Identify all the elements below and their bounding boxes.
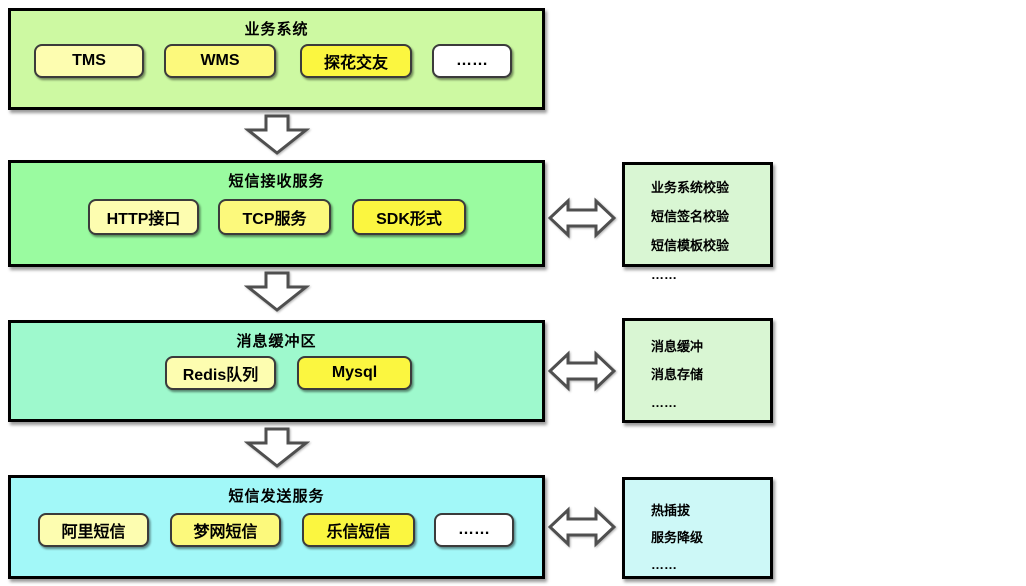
tcp-service-chip: TCP服务 xyxy=(218,199,331,235)
note-line: 业务系统校验 xyxy=(651,180,730,195)
down-arrow-icon xyxy=(244,114,310,155)
down-arrow-icon xyxy=(244,271,310,312)
note-line: 消息缓冲 xyxy=(651,339,704,354)
note-line: 消息存储 xyxy=(651,367,704,382)
message-buffer-box: 消息缓冲区 Redis队列 Mysql xyxy=(8,320,545,422)
buffer-notes-box: 消息缓冲 消息存储 …… xyxy=(622,318,773,423)
sms-receive-service-title: 短信接收服务 xyxy=(228,173,325,190)
lexin-sms-chip: 乐信短信 xyxy=(302,513,415,547)
double-arrow-icon xyxy=(548,350,616,392)
message-buffer-title: 消息缓冲区 xyxy=(236,333,317,350)
http-api-chip: HTTP接口 xyxy=(88,199,199,235)
sms-receive-service-box: 短信接收服务 HTTP接口 TCP服务 SDK形式 xyxy=(8,160,545,267)
tms-chip: TMS xyxy=(34,44,144,78)
down-arrow-icon xyxy=(244,427,310,468)
note-line: 短信模板校验 xyxy=(651,238,730,253)
note-line: …… xyxy=(651,267,677,282)
mengwang-sms-chip: 梦网短信 xyxy=(170,513,281,547)
mysql-chip: Mysql xyxy=(297,356,412,390)
note-line: 服务降级 xyxy=(651,530,704,545)
note-line: 短信签名校验 xyxy=(651,209,730,224)
ellipsis-chip: …… xyxy=(434,513,514,547)
sms-send-service-box: 短信发送服务 阿里短信 梦网短信 乐信短信 …… xyxy=(8,475,545,579)
ellipsis-chip: …… xyxy=(432,44,512,78)
sms-send-service-title: 短信发送服务 xyxy=(228,488,325,505)
double-arrow-icon xyxy=(548,506,616,548)
double-arrow-icon xyxy=(548,197,616,239)
note-line: …… xyxy=(651,395,677,410)
sdk-chip: SDK形式 xyxy=(352,199,466,235)
wms-chip: WMS xyxy=(164,44,276,78)
validation-notes-box: 业务系统校验 短信签名校验 短信模板校验 …… xyxy=(622,162,773,282)
business-systems-title: 业务系统 xyxy=(244,21,309,38)
redis-queue-chip: Redis队列 xyxy=(165,356,276,390)
note-line: 热插拔 xyxy=(651,503,691,518)
business-systems-box: 业务系统 TMS WMS 探花交友 …… xyxy=(8,8,545,110)
send-notes-box: 热插拔 服务降级 …… xyxy=(622,477,773,579)
tanhua-chip: 探花交友 xyxy=(300,44,412,78)
note-line: …… xyxy=(651,557,677,572)
ali-sms-chip: 阿里短信 xyxy=(38,513,149,547)
